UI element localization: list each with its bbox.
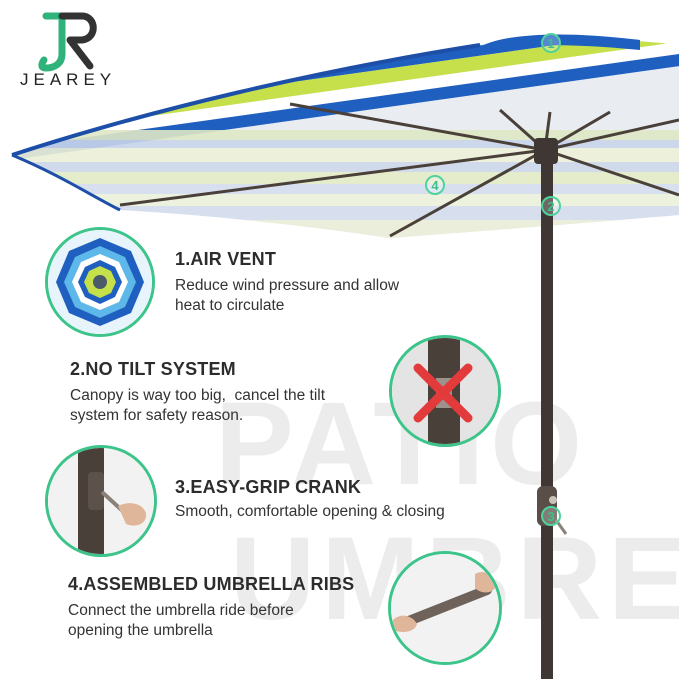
no-tilt-icon [392, 338, 498, 444]
feature-4-desc-line-2: opening the umbrella [68, 622, 213, 639]
feature-2-desc: Canopy is way too big, cancel the tilt s… [70, 386, 325, 426]
jr-monogram-logo [38, 12, 97, 72]
feature-4-title: 4.ASSEMBLED UMBRELLA RIBS [68, 574, 355, 594]
feature-3-desc: Smooth, comfortable opening & closing [175, 502, 445, 522]
rib-assembly-icon [391, 554, 499, 662]
crank-hand-icon [48, 448, 154, 554]
air-vent-thumbnail [45, 227, 155, 337]
feature-2-desc-line-2: system for safety reason. [70, 407, 244, 424]
crank-thumbnail [45, 445, 157, 557]
marker-3: 3 [541, 506, 561, 526]
feature-1-title: 1.AIR VENT [175, 249, 277, 269]
pole [541, 160, 553, 679]
marker-2: 2 [541, 196, 561, 216]
feature-1-desc-line-1: Reduce wind pressure and allow [175, 277, 400, 294]
no-tilt-thumbnail [389, 335, 501, 447]
feature-1-desc-line-2: heat to circulate [175, 297, 285, 314]
canopy-edge [11, 43, 481, 157]
feature-4-desc-line-1: Connect the umbrella ride before [68, 602, 294, 619]
feature-2-title: 2.NO TILT SYSTEM [70, 359, 236, 379]
feature-2-desc-line-1: Canopy is way too big, cancel the tilt [70, 387, 326, 404]
brand-name: JEAREY [20, 70, 117, 89]
marker-1: 1 [541, 33, 561, 53]
feature-3-title: 3.EASY-GRIP CRANK [175, 477, 362, 497]
feature-4-desc: Connect the umbrella ride before opening… [68, 601, 294, 641]
air-vent-icon [48, 230, 152, 334]
feature-1-desc: Reduce wind pressure and allow heat to c… [175, 276, 399, 316]
marker-4: 4 [425, 175, 445, 195]
ribs-thumbnail [388, 551, 502, 665]
hub [534, 138, 558, 164]
feature-3-desc-line-1: Smooth, comfortable opening & closing [175, 503, 445, 520]
